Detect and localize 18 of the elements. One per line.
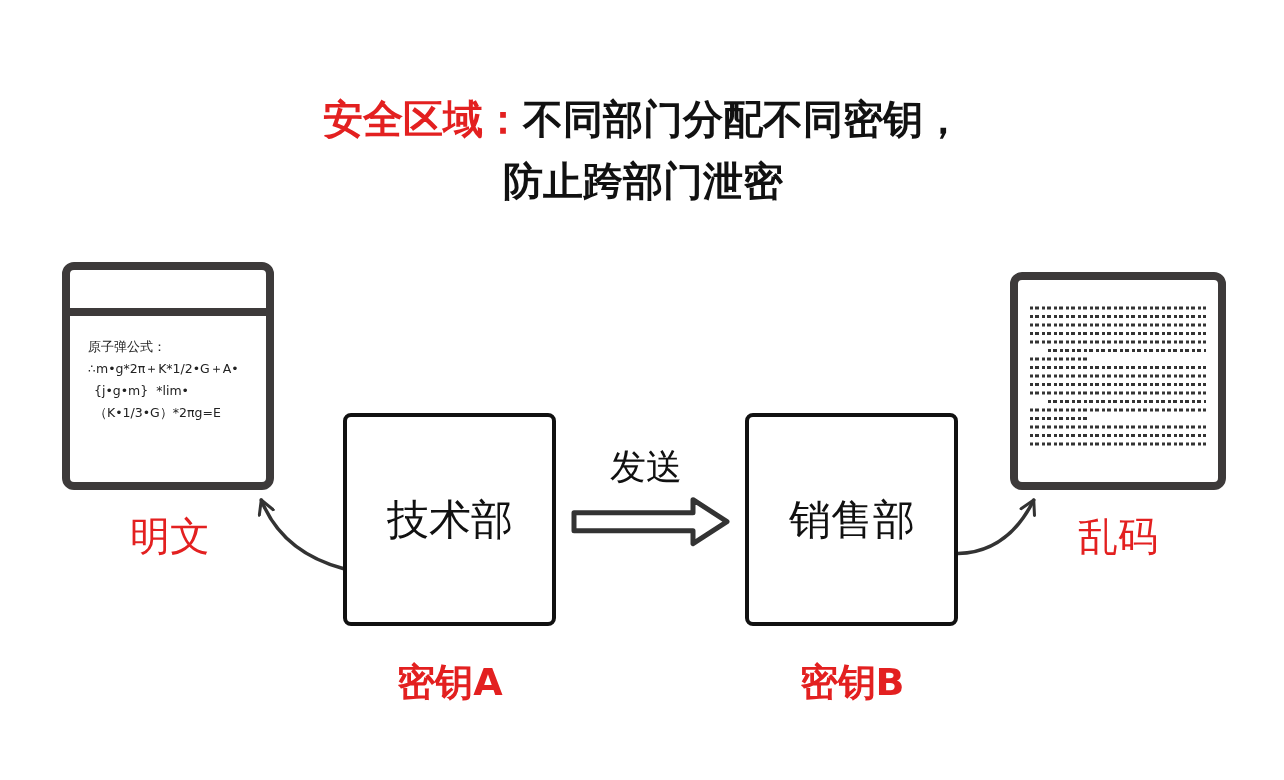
title: 安全区域：不同部门分配不同密钥，防止跨部门泄密 — [322, 95, 964, 206]
curved-arrow — [258, 498, 345, 571]
formula-line: （K•1/3•G）*2πg=E — [93, 404, 222, 422]
key-label: 密钥B — [798, 659, 906, 706]
department-box — [343, 413, 556, 626]
node-label: 明文 — [129, 512, 211, 561]
hollow-arrow — [571, 497, 730, 547]
key-label: 密钥A — [396, 659, 504, 706]
department-name: 技术部 — [386, 494, 513, 546]
garbled-document-drawing — [1010, 272, 1226, 490]
department-box — [745, 413, 958, 626]
department-name: 销售部 — [788, 494, 915, 546]
curved-arrow — [956, 498, 1036, 556]
formula-line: ∴m•g*2π＋K*1/2•G＋A• — [88, 360, 240, 378]
node-label: 乱码 — [1077, 512, 1159, 561]
document-window — [62, 262, 274, 490]
formula-line: {j•g•m} *lim• — [93, 382, 190, 400]
formula-heading: 原子弹公式： — [88, 338, 167, 356]
